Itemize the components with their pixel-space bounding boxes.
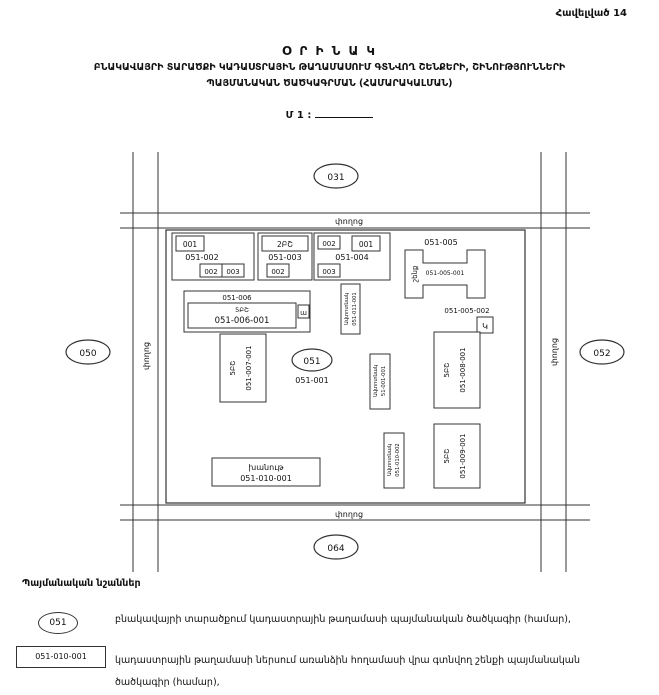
parcel-051-004: 002 001 051-004 003 xyxy=(313,232,391,281)
building-label-k: Կ xyxy=(482,322,488,331)
page-subtitle-1: ԲՆԱԿԱՎԱՅՐԻ ՏԱՐԱԾՔԻ ԿԱԴԱՍՏՐԱՅԻՆ ԹԱՂԱՄԱՍՈՒ… xyxy=(93,62,566,73)
page-subtitle-2: ՊԱՅՄԱՆԱԿԱՆ ԾԱԾԿԱԳՐՄԱՆ (ՀԱՄԱՐԱԿԱԼՄԱՆ) xyxy=(206,78,453,89)
parcel-051-001-label: 051-001 xyxy=(295,376,328,385)
building-label-003a: 003 xyxy=(226,268,239,276)
quarter-label-051: 051 xyxy=(303,357,320,367)
legend-title: Պայմանական նշաններ xyxy=(22,578,141,589)
annex-box-a xyxy=(297,304,310,319)
building-box-001b xyxy=(351,235,381,252)
parcel-051-005-label: 051-005 xyxy=(424,238,457,247)
street-label-bottom: փողոց xyxy=(335,510,363,519)
garage-051-010-002-label: 051-010-002 xyxy=(395,443,401,476)
shop-051-010-001-type: խանութ xyxy=(248,463,283,472)
legend-building-text: կադաստրային թաղամասի ներսում առանձին հող… xyxy=(115,655,581,688)
garage-051-011-001-outline xyxy=(340,283,361,335)
quarter-oval-051 xyxy=(291,348,333,372)
quarter-oval-064 xyxy=(313,534,359,560)
building-box-2bs xyxy=(261,235,309,252)
building-label-002b: 002 xyxy=(271,268,284,276)
building-label-002c: 002 xyxy=(322,240,335,248)
building-box-k xyxy=(476,316,494,334)
building-box-002c xyxy=(317,235,341,250)
parcel-051-004-label: 051-004 xyxy=(335,253,368,262)
garage-051-010-002-type: Ավտոտնակ xyxy=(387,444,393,476)
parcel-051-005: 051-005 շենք 051-005-001 051-005-002 Կ xyxy=(404,238,494,334)
building-051-009-001-type: 5ԲՇ xyxy=(443,449,451,464)
quarter-label-050: 050 xyxy=(79,349,96,359)
quarter-label-064: 064 xyxy=(327,544,344,554)
garage-051-001-001-outline xyxy=(369,353,391,410)
building-box-001 xyxy=(175,235,205,252)
building-051-007-001-outline xyxy=(219,333,267,403)
building-051-007-001-type: 5ԲՇ xyxy=(229,361,237,376)
garage-051-011-001: Ավտոտնակ 051-011-001 xyxy=(340,283,361,335)
building-label-2bs: 2ԲՇ xyxy=(277,240,293,249)
parcel-051-002: 001 051-002 002 003 xyxy=(171,232,255,281)
building-051-005-001-outline xyxy=(404,249,486,299)
building-box-002b xyxy=(266,263,290,278)
quarter-oval-050 xyxy=(65,339,111,365)
parcel-051-002-label: 051-002 xyxy=(185,253,218,262)
quarter-label-031: 031 xyxy=(327,173,344,183)
appendix-label: Հավելված 14 xyxy=(555,8,627,19)
shop-051-010-001: խանութ 051-010-001 xyxy=(211,457,321,487)
building-051-009-001: 5ԲՇ 051-009-001 xyxy=(433,423,481,489)
street-label-right: փողոց xyxy=(550,338,559,366)
parcel-051-003: 2ԲՇ 051-003 002 xyxy=(257,232,313,281)
building-box-003a xyxy=(221,263,245,278)
building-051-008-001-outline xyxy=(433,331,481,409)
garage-051-001-001-type: Ավտոտնակ xyxy=(373,365,379,397)
building-051-008-001-label: 051-008-001 xyxy=(459,347,467,392)
annex-label-a: ա xyxy=(300,309,307,317)
garage-051-001-001: Ավտոտնակ 51-001-001 xyxy=(369,353,391,410)
building-051-006-001-type: 5ԲՇ xyxy=(235,306,249,314)
building-051-005-001-label: 051-005-001 xyxy=(426,270,465,277)
building-051-006-001-outline xyxy=(187,302,297,329)
legend-quarter-symbol: 051 xyxy=(38,612,78,634)
scale-label: Մ 1 : xyxy=(285,110,312,121)
page-title: Օ Ր Ի Ն Ա Կ xyxy=(282,44,377,58)
building-label-002a: 002 xyxy=(204,268,217,276)
garage-051-011-001-type: Ավտոտնակ xyxy=(344,293,350,325)
garage-051-010-002: Ավտոտնակ 051-010-002 xyxy=(383,432,405,489)
building-box-003b xyxy=(317,263,341,278)
garage-051-011-001-label: 051-011-001 xyxy=(352,292,358,325)
street-label-top: փողոց xyxy=(335,217,363,226)
building-051-008-001: 5ԲՇ 051-008-001 xyxy=(433,331,481,409)
street-label-left: փողոց xyxy=(142,342,151,370)
shop-051-010-001-label: 051-010-001 xyxy=(240,474,292,483)
building-label-003b: 003 xyxy=(322,268,335,276)
quarter-oval-052 xyxy=(579,339,625,365)
parcel-051-006-label: 051-006 xyxy=(222,294,252,302)
quarter-oval-031 xyxy=(313,163,359,189)
building-051-007-001: 5ԲՇ 051-007-001 xyxy=(219,333,267,403)
garage-051-001-001-label: 51-001-001 xyxy=(381,366,387,396)
scale-line: Մ 1 : xyxy=(0,108,659,121)
quarter-label-052: 052 xyxy=(593,349,610,359)
building-051-005-002-label: 051-005-002 xyxy=(444,307,489,315)
building-label-001b: 001 xyxy=(359,240,374,249)
building-051-009-001-label: 051-009-001 xyxy=(459,433,467,478)
garage-051-010-002-outline xyxy=(383,432,405,489)
parcel-051-003-label: 051-003 xyxy=(268,253,301,262)
building-label-001: 001 xyxy=(183,240,198,249)
roads xyxy=(120,152,590,572)
parcel-051-006: 051-006 5ԲՇ 051-006-001 ա xyxy=(183,290,311,333)
building-051-006-001-label: 051-006-001 xyxy=(215,316,270,326)
shop-051-010-001-outline xyxy=(211,457,321,487)
building-wing-label: շենք xyxy=(411,265,419,282)
legend-building-symbol: 051-010-001 xyxy=(16,646,106,668)
building-051-008-001-type: 5ԲՇ xyxy=(443,363,451,378)
scale-blank-line xyxy=(315,108,374,118)
legend-quarter-text: բնակավայրի տարածքում կադաստրային թաղամաս… xyxy=(115,614,571,625)
building-051-009-001-outline xyxy=(433,423,481,489)
building-051-007-001-label: 051-007-001 xyxy=(245,345,253,390)
